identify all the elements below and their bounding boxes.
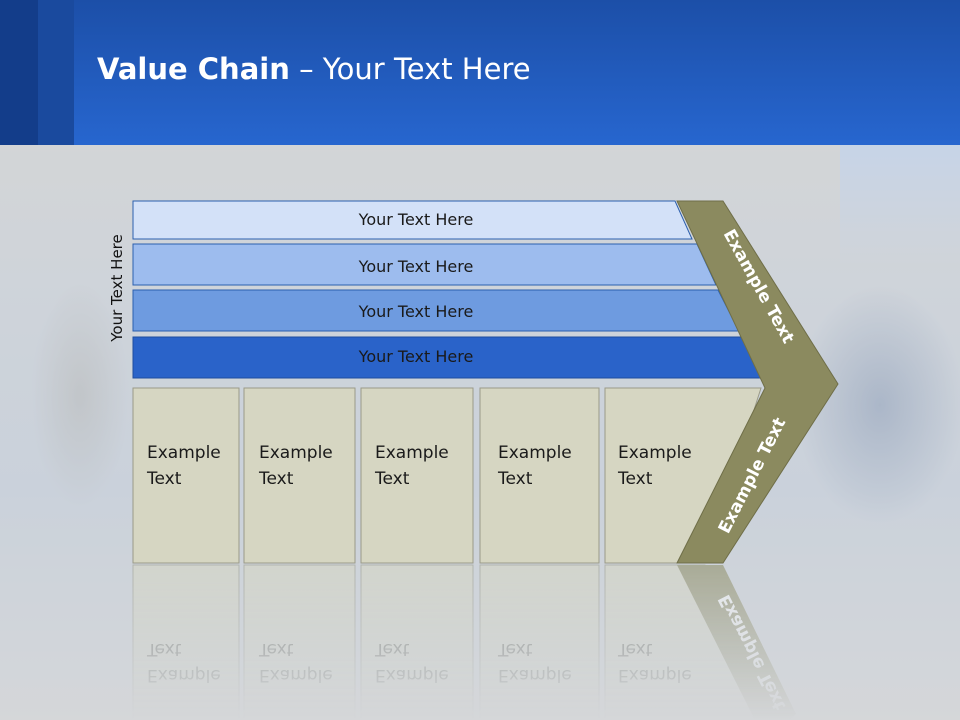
band-4-label: Your Text Here [358, 347, 474, 366]
box-reflection-label: Text [617, 639, 653, 659]
chevron-reflection [677, 565, 796, 720]
bands: Your Text Here Your Text Here Your Text … [132, 200, 765, 379]
activity-box-4 [479, 387, 600, 564]
box-reflection [479, 564, 600, 720]
box-reflection-label: Example [375, 665, 449, 685]
box-reflection-label: Text [258, 639, 294, 659]
title-bold: Value Chain [97, 52, 290, 86]
box-reflection [132, 564, 240, 720]
activity-box-4-line2: Text [497, 469, 533, 489]
activity-box-4-line1: Example [498, 443, 572, 463]
activity-box-5-line1: Example [618, 443, 692, 463]
box-reflection-label: Example [147, 665, 221, 685]
box-reflection-label: Text [146, 639, 182, 659]
box-reflection-label: Text [497, 639, 533, 659]
activity-box-2 [243, 387, 356, 564]
box-reflection-label: Example [498, 665, 572, 685]
activity-box-3 [360, 387, 474, 564]
band-3-label: Your Text Here [358, 302, 474, 321]
activity-boxes: Example Text Example Text Example Text E… [132, 387, 762, 564]
reflection: Example Text Example Text Example Text E… [132, 564, 796, 720]
side-label: Your Text Here [108, 234, 126, 342]
slide-title: Value Chain – Your Text Here [97, 52, 531, 86]
title-bar: Value Chain – Your Text Here [0, 0, 960, 145]
activity-box-1-line1: Example [147, 443, 221, 463]
box-reflection [243, 564, 356, 720]
chevron-shape [676, 200, 839, 564]
activity-box-1 [132, 387, 240, 564]
band-2-label: Your Text Here [358, 257, 474, 276]
header-stripe [0, 0, 38, 145]
activity-box-2-line1: Example [259, 443, 333, 463]
box-reflection [360, 564, 474, 720]
header-stripe [38, 0, 74, 145]
band-1 [132, 200, 693, 240]
title-rest: – Your Text Here [289, 52, 531, 86]
band-1-label: Your Text Here [358, 210, 474, 229]
box-reflection-label: Example [259, 665, 333, 685]
activity-box-3-line2: Text [374, 469, 410, 489]
activity-box-3-line1: Example [375, 443, 449, 463]
box-reflection-label: Text [374, 639, 410, 659]
activity-box-1-line2: Text [146, 469, 182, 489]
activity-box-2-line2: Text [258, 469, 294, 489]
activity-box-5-line2: Text [617, 469, 653, 489]
box-reflection-label: Example [618, 665, 692, 685]
